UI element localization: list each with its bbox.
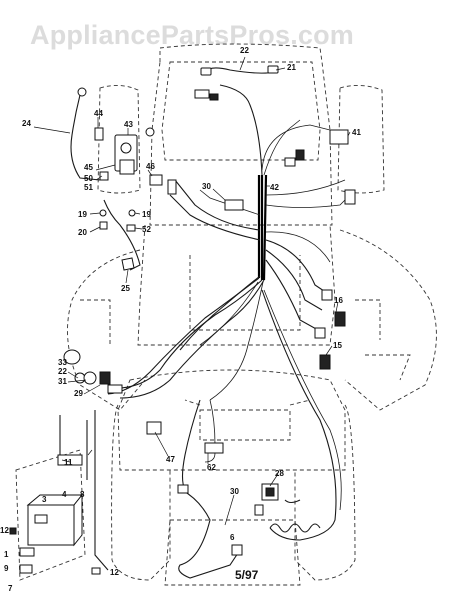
label-3: 3 [42,495,47,504]
label-16: 16 [334,296,343,305]
label-42: 44 [94,109,103,118]
label-21: 21 [287,63,296,72]
label-25: 25 [121,284,130,293]
label-44: 46 [146,162,155,171]
label-9: 9 [4,564,9,573]
label-30: 29 [74,389,83,398]
label-22-mid: 22 [58,367,67,376]
label-8: 8 [80,490,85,499]
components [9,65,356,575]
label-20: 20 [78,228,87,237]
label-40: 42 [270,183,279,192]
label-29: 28 [275,469,284,478]
part-labels: 22 21 24 44 43 41 45 46 50 51 42 30 19 1… [0,46,361,593]
label-50: 52 [142,225,151,234]
label-24: 24 [22,119,31,128]
label-31: 31 [58,377,67,386]
label-33: 33 [58,358,67,367]
label-47: 51 [84,183,93,192]
label-4: 4 [62,490,67,499]
label-12-right: 12 [110,568,119,577]
label-46: 50 [84,174,93,183]
label-52: 62 [207,463,216,472]
label-43: 45 [84,163,93,172]
label-22-top: 22 [240,46,249,55]
label-45: 47 [166,455,175,464]
label-28-switch: 30 [202,182,211,191]
revision-date: 5/97 [235,568,259,582]
main-harness [59,84,351,579]
label-19-right: 19 [142,210,151,219]
label-41: 43 [124,120,133,129]
label-15: 15 [333,341,342,350]
label-11: 11 [64,458,73,467]
label-70: 41 [352,128,361,137]
label-7: 7 [8,584,13,593]
label-1: 1 [4,550,9,559]
label-12-left: 12 [0,526,9,535]
watermark: AppliancePartsPros.com [30,20,354,50]
leader-lines [33,56,351,526]
label-28-wire: 30 [230,487,239,496]
label-6: 6 [230,533,235,542]
label-19-left: 19 [78,210,87,219]
